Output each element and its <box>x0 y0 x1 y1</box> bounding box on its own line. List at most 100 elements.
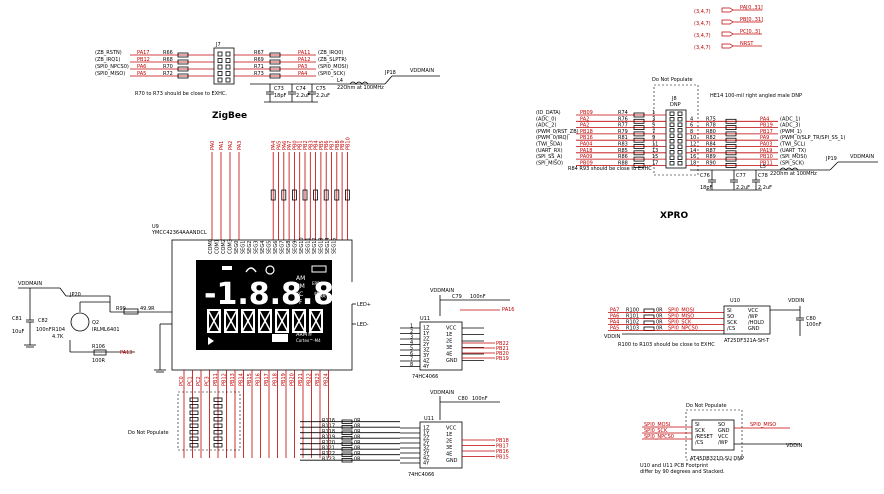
xpro-c76: C76 <box>700 173 710 179</box>
zigbee-c73-value: 18pF <box>274 93 287 99</box>
lcd-14seg-digit <box>207 309 221 333</box>
u12-resistor: R123 <box>322 457 335 463</box>
u13-pin-left: SI <box>695 422 700 428</box>
u11-pin-left: 4Z <box>423 359 430 365</box>
xpro-resistor-body <box>633 137 645 143</box>
backlight-c81: C81 <box>12 316 22 322</box>
dnp-resistor <box>189 410 199 415</box>
lcd-com-pin: COM0 <box>208 239 214 254</box>
xpro-resistor-right: R82 <box>706 135 716 141</box>
u11-pin-right: 3E <box>446 345 452 351</box>
header-pin <box>225 64 231 70</box>
xpro-resistor-left: R77 <box>618 123 628 129</box>
u13-dnp: Do Not Populate <box>686 403 727 409</box>
lcd-com-pin: SEG10 <box>299 237 305 254</box>
lcd-top-pin: PA2 <box>228 141 234 150</box>
xpro-pin-num-right: 6 <box>690 123 693 129</box>
xpro-pin-left: PB18 <box>580 129 593 135</box>
xpro-pin-right: PA19 <box>760 148 772 154</box>
zigbee-pin-right: PA11 <box>298 50 310 56</box>
u12-resistor: R121 <box>322 446 335 452</box>
lcd-com-pin: SEG13 <box>319 237 325 254</box>
header-pin <box>677 128 683 133</box>
xpro-resistor-left: R83 <box>618 142 628 148</box>
u11-output-pin: PB20 <box>496 351 509 357</box>
u11-pin-left: 1Z <box>423 326 430 332</box>
u12-resistor-value: 0R <box>354 435 361 441</box>
dnp-resistor <box>213 443 223 448</box>
header-pin <box>225 77 231 83</box>
xpro-resistor-body <box>725 131 737 137</box>
lcd-top-pin: PB8 <box>335 140 341 150</box>
xpro-net-right: (ADC_1) <box>780 116 800 122</box>
xpro-c76-value: 18pF <box>700 185 713 191</box>
xpro-resistor-right: R89 <box>706 154 716 160</box>
xpro-pin-num-left: 5 <box>652 123 655 129</box>
xpro-pin-num-left: 9 <box>652 135 655 141</box>
u10-pin-left: SO <box>727 314 734 320</box>
u10-resistor: R103 <box>626 326 639 332</box>
u11-pin-right: GND <box>446 358 458 364</box>
zigbee-net-left: (ZB_RSTN) <box>95 50 122 56</box>
lcd-14seg-diagonal <box>309 309 323 333</box>
lcd-com-pin: SEG5 <box>267 241 273 254</box>
lcd-headphone-icon <box>265 265 275 275</box>
u10-pin: PA4 <box>610 320 619 326</box>
u12-resistor: R120 <box>322 440 335 446</box>
u11-pin-left: 2Y <box>423 342 430 348</box>
u11-pin-right: 1E <box>446 332 452 338</box>
u10-pin-right: /WP <box>748 314 758 320</box>
xpro-resistor-right: R90 <box>706 160 716 166</box>
lcd-battery-icon <box>311 265 327 273</box>
lcd-com-pin: SEG8 <box>286 241 292 254</box>
xpro-net-left: (TWI_SDA) <box>536 142 562 148</box>
header-pin <box>669 155 675 160</box>
u13-net-right: SPI0_MISO <box>750 422 776 428</box>
u10-resistor-body <box>643 308 655 313</box>
u11-pin-num: 7 <box>410 357 413 363</box>
u10-resistor-body <box>643 320 655 325</box>
xpro-pin-right: PA03 <box>760 142 772 148</box>
u11-cap: C79 <box>452 294 462 300</box>
u10-resistor: R102 <box>626 320 639 326</box>
lcd-com-pin: SEG11 <box>306 237 312 254</box>
xpro-resistor-body <box>725 118 737 124</box>
xpro-pin-right: PB19 <box>760 123 773 129</box>
u12-pin-right: GND <box>446 458 458 464</box>
u12-resistor-value: 0R <box>354 424 361 430</box>
u13-net: SPI0_MOSI <box>644 422 670 428</box>
u11-pin-left: 3Z <box>423 348 430 354</box>
u12-output-pin: PB17 <box>496 444 509 450</box>
zigbee-pin-left: PA17 <box>137 50 149 56</box>
lcd-top-pin: PB9 <box>340 140 346 150</box>
lcd-14seg-digit <box>258 309 272 333</box>
xpro-title: XPRO <box>660 211 688 221</box>
header-pin <box>225 71 231 76</box>
net-flag-label: NRST <box>740 41 754 47</box>
xpro-c77-value: 2.2uF <box>736 185 750 191</box>
lcd-com-pin: SEG0 <box>234 241 240 254</box>
dnp-resistor <box>213 404 223 409</box>
net-flag-label: PB[0..31] <box>740 17 763 23</box>
lcd-bottom-pin: PC3 <box>205 376 211 386</box>
u10-pin: PA6 <box>610 314 619 320</box>
u13-net: SPI0_NPCS0 <box>644 434 674 440</box>
xpro-resistor-right: R80 <box>706 129 716 135</box>
u12-output-pin: PB16 <box>496 449 509 455</box>
lcd-com-pin: SEG12 <box>312 237 318 254</box>
u10-resistor-body <box>643 314 655 319</box>
backlight-q2-value: IRLML6401 <box>92 327 120 333</box>
xpro-pin-num-right: 4 <box>690 116 693 122</box>
u12-resistor: R118 <box>322 429 335 435</box>
lcd-top-pin: PA0 <box>210 141 216 150</box>
backlight-c81-value: 10uF <box>12 329 25 335</box>
u11-pin-left: 2Z <box>423 337 430 343</box>
net-flag-arrow <box>721 31 734 37</box>
u11-pin-right: VCC <box>446 326 457 332</box>
lcd-top-resistor <box>270 189 276 201</box>
u10-pin-left: SCK <box>727 320 738 326</box>
header-pin <box>669 117 675 122</box>
backlight-r99-value: 49.9R <box>140 306 155 312</box>
lcd-14seg-diagonal <box>224 309 238 333</box>
lcd-bottom-pin: PB17 <box>264 373 270 386</box>
